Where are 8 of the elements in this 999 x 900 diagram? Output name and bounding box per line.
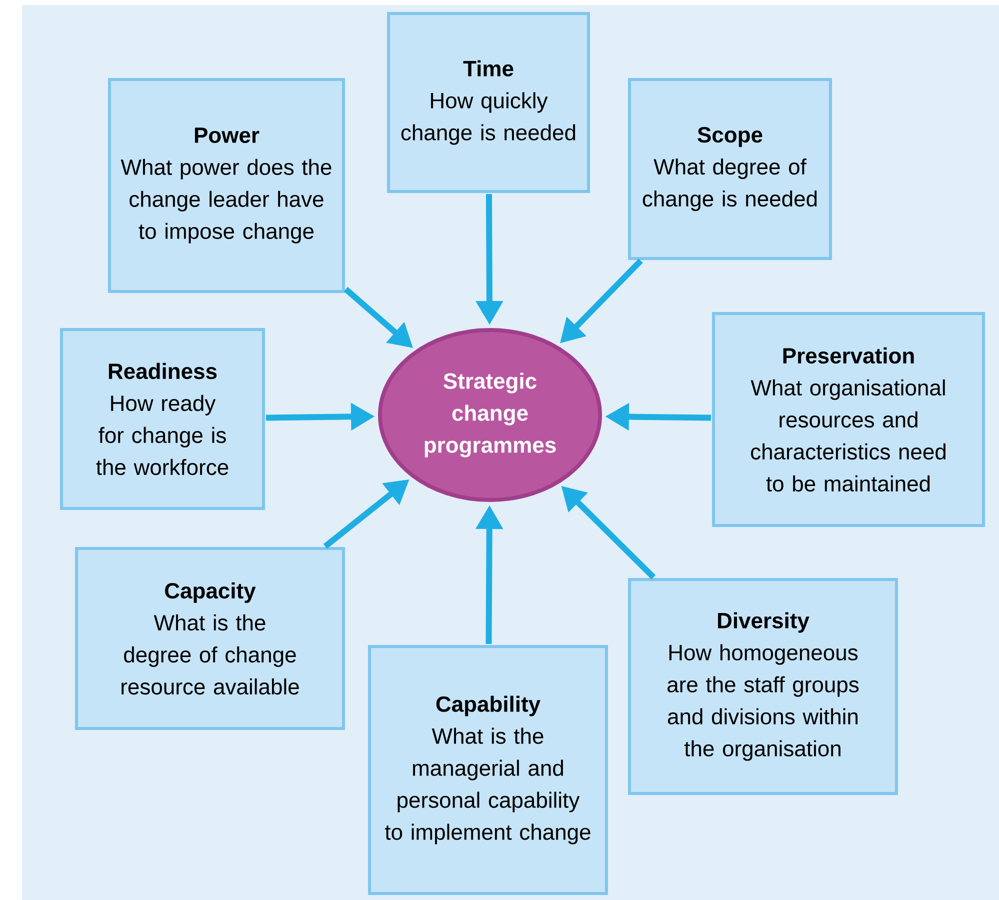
factor-box: Scope What degree of change is needed — [628, 78, 832, 260]
factor-box: Time How quickly change is needed — [387, 12, 590, 193]
factor-box: Readiness How ready for change is the workforce — [60, 328, 265, 510]
factor-box: Capability What is the managerial and personal capability to implement change — [368, 645, 608, 895]
factor-box: Diversity How homogeneous are the staff groups and divisions within the organisation — [628, 578, 898, 795]
factor-box: Power What power does the change leader have to impose change — [108, 78, 345, 293]
factor-box: Capacity What is the degree of change resource available — [75, 547, 345, 730]
factor-box: Preservation What organisational resources and characteristics need to be maintained — [712, 312, 985, 527]
